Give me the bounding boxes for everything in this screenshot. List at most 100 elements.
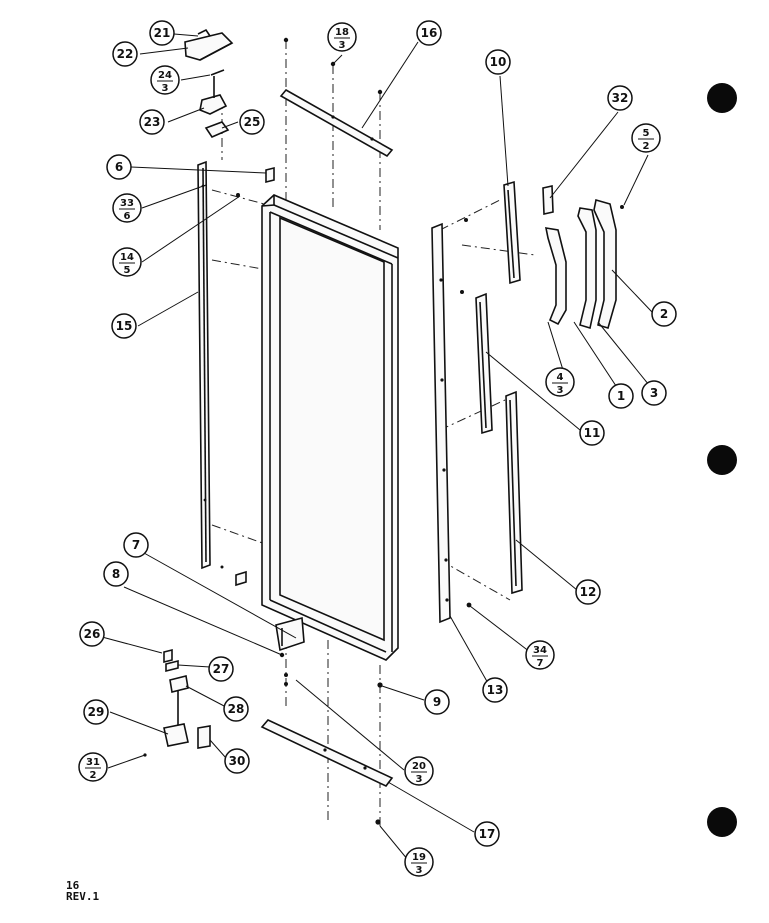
- callout-number: 12: [580, 585, 597, 599]
- callout-number: 6: [115, 160, 123, 174]
- callout-leaders: [101, 33, 654, 861]
- callout-number: 17: [479, 827, 496, 841]
- callout-28: 28: [223, 696, 249, 722]
- channel-brackets: [475, 180, 523, 595]
- callout-26: 26: [79, 621, 105, 647]
- callout-33-6: 336: [112, 193, 142, 223]
- bottom-trim-strip: [260, 719, 394, 788]
- callout-sheet-number: 3: [557, 385, 564, 396]
- assembly-centerlines: [211, 40, 536, 830]
- callout-11: 11: [579, 420, 605, 446]
- callout-sheet-number: 2: [90, 770, 97, 781]
- callout-17: 17: [474, 821, 500, 847]
- callout-number: 32: [612, 91, 629, 105]
- callout-6: 6: [106, 154, 132, 180]
- callout-number: 11: [584, 426, 601, 440]
- callout-sheet-number: 3: [416, 865, 423, 876]
- callout-9: 9: [424, 689, 450, 715]
- callout-25: 25: [239, 109, 265, 135]
- callout-22: 22: [112, 41, 138, 67]
- callout-number: 20: [412, 761, 426, 772]
- callout-number: 13: [487, 683, 504, 697]
- frame-small-hardware: [220, 166, 275, 587]
- callout-31-2: 312: [78, 752, 108, 782]
- callout-number: 31: [86, 757, 100, 768]
- page-footer: 16 REV.1: [66, 880, 99, 902]
- callout-19-3: 193: [404, 847, 434, 877]
- callout-2: 2: [651, 301, 677, 327]
- callout-sheet-number: 7: [537, 658, 544, 669]
- callout-number: 10: [490, 55, 507, 69]
- callout-number: 19: [412, 852, 426, 863]
- callout-29: 29: [83, 699, 109, 725]
- callout-34-7: 347: [525, 640, 555, 670]
- callout-18-3: 183: [327, 22, 357, 52]
- door-handle-parts: [544, 198, 624, 330]
- callout-4-3: 43: [545, 367, 575, 397]
- callout-27: 27: [208, 656, 234, 682]
- callout-20-3: 203: [404, 756, 434, 786]
- callout-21: 21: [149, 20, 175, 46]
- callout-number: 4: [557, 372, 564, 383]
- callout-sheet-number: 5: [124, 265, 131, 276]
- callout-10: 10: [485, 49, 511, 75]
- callout-number: 15: [116, 319, 133, 333]
- callout-8: 8: [103, 561, 129, 587]
- callout-number: 14: [120, 252, 134, 263]
- callout-sheet-number: 6: [124, 211, 131, 222]
- callout-number: 22: [117, 47, 134, 61]
- callout-number: 23: [144, 115, 161, 129]
- binder-hole-middle: [707, 445, 737, 475]
- callout-1: 1: [608, 383, 634, 409]
- callout-number: 28: [228, 702, 245, 716]
- door-frame: [261, 194, 399, 661]
- callout-sheet-number: 3: [416, 774, 423, 785]
- callout-number: 18: [335, 27, 349, 38]
- callout-15: 15: [111, 313, 137, 339]
- callout-number: 34: [533, 645, 547, 656]
- callout-12: 12: [575, 579, 601, 605]
- callout-number: 26: [84, 627, 101, 641]
- callout-32: 32: [607, 85, 633, 111]
- revision-label: REV.1: [66, 890, 100, 903]
- callout-23: 23: [139, 109, 165, 135]
- callout-number: 16: [421, 26, 438, 40]
- callout-number: 9: [433, 695, 441, 709]
- callout-number: 25: [244, 115, 261, 129]
- lower-hinge-block: [275, 616, 305, 686]
- callout-sheet-number: 3: [162, 83, 169, 94]
- callout-7: 7: [123, 532, 149, 558]
- callout-14-5: 145: [112, 247, 142, 277]
- callout-number: 3: [650, 386, 658, 400]
- callout-number: 1: [617, 389, 625, 403]
- callout-30: 30: [224, 748, 250, 774]
- top-hinge-hardware: [184, 28, 234, 139]
- page-number: 16: [66, 879, 80, 892]
- callout-24-3: 243: [150, 65, 180, 95]
- liner-strip: [431, 222, 451, 624]
- callout-number: 7: [132, 538, 140, 552]
- callout-3: 3: [641, 380, 667, 406]
- callout-sheet-number: 2: [643, 141, 650, 152]
- callout-13: 13: [482, 677, 508, 703]
- callout-number: 5: [643, 128, 650, 139]
- callout-sheet-number: 3: [339, 40, 346, 51]
- binder-hole-bottom: [707, 807, 737, 837]
- callout-number: 8: [112, 567, 120, 581]
- callout-number: 30: [229, 754, 246, 768]
- callout-number: 27: [213, 662, 230, 676]
- small-plate: [542, 185, 554, 215]
- callout-5-2: 52: [631, 123, 661, 153]
- callout-number: 29: [88, 705, 105, 719]
- callout-number: 2: [660, 307, 668, 321]
- callout-number: 24: [158, 70, 172, 81]
- left-gasket-strip: [197, 160, 211, 570]
- callout-number: 21: [154, 26, 171, 40]
- bottom-hinge-hardware: [143, 648, 211, 757]
- callout-16: 16: [416, 20, 442, 46]
- binder-hole-top: [707, 83, 737, 113]
- callout-number: 33: [120, 198, 134, 209]
